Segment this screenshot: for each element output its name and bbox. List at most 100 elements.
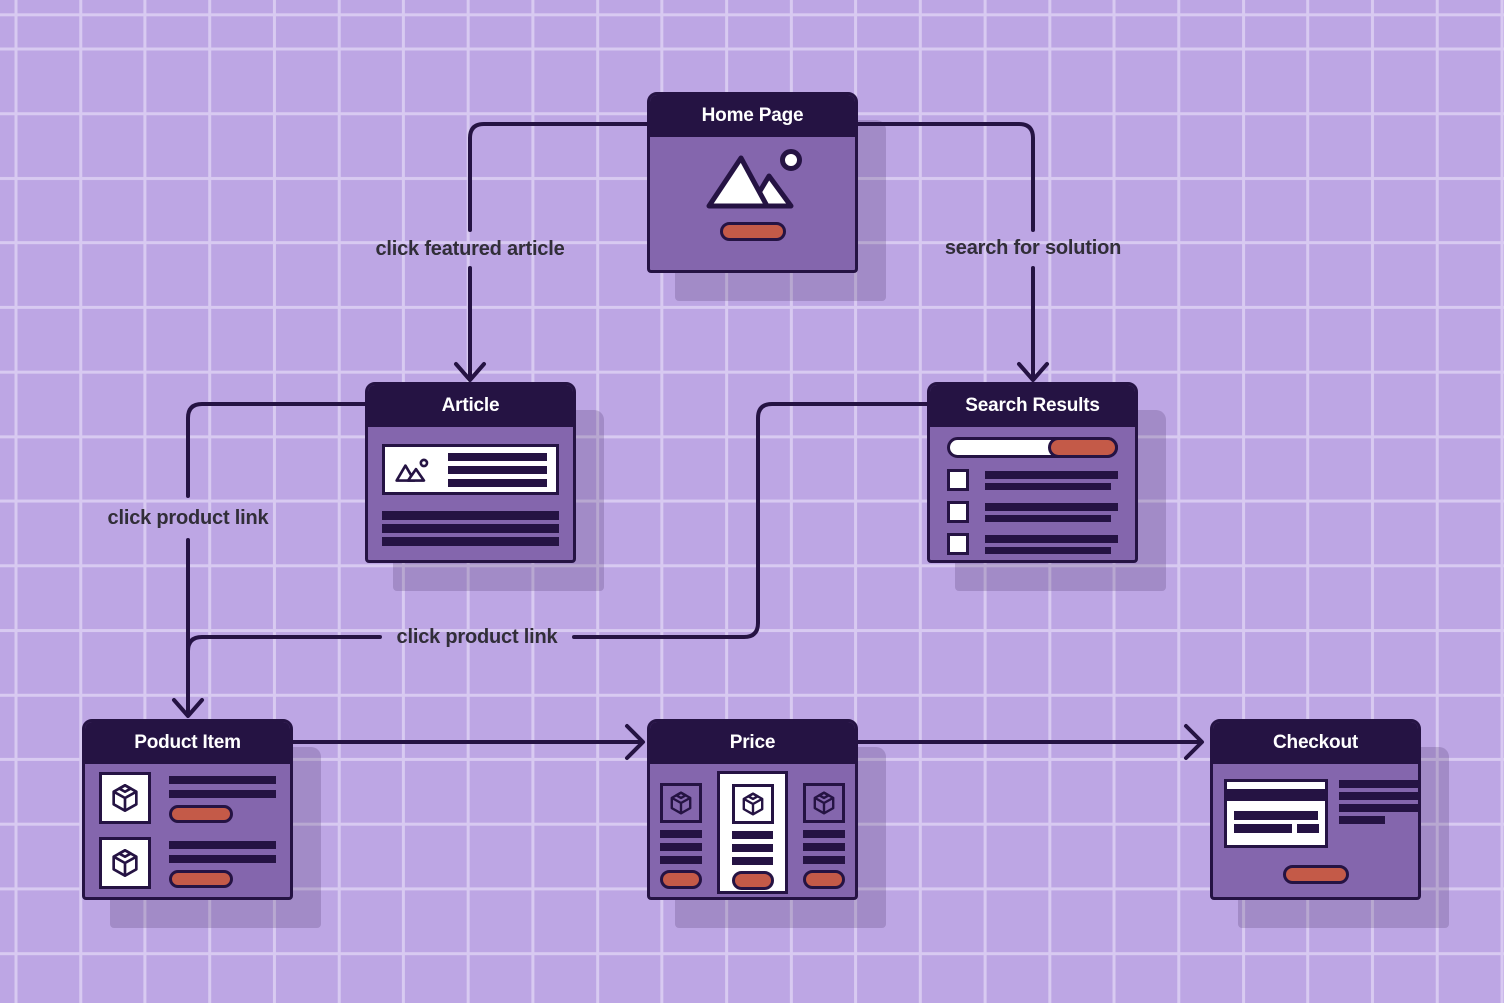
text-line [732, 857, 773, 865]
order-summary-lines [1339, 779, 1418, 897]
result-item [947, 501, 1118, 523]
text-line [803, 830, 845, 838]
result-item [947, 469, 1118, 491]
arrowhead-icon [1184, 724, 1204, 760]
mountain-image-icon [395, 458, 429, 482]
cube-3d-icon [813, 791, 835, 815]
node-price: Price [647, 719, 858, 900]
text-line [732, 844, 773, 852]
text-line [448, 478, 547, 487]
text-line [382, 537, 559, 546]
text-line [1339, 816, 1385, 824]
edge-label: click product link [396, 626, 558, 648]
product-thumb [99, 772, 151, 824]
node-title: Search Results [930, 385, 1135, 427]
search-bar [947, 437, 1118, 458]
node-title: Poduct Item [85, 722, 290, 764]
text-line [1339, 804, 1418, 812]
cube-3d-icon [670, 791, 692, 815]
cube-3d-icon [742, 792, 764, 816]
text-line [169, 841, 276, 849]
select-button-placeholder [660, 870, 702, 889]
text-line [448, 465, 547, 474]
node-title: Article [368, 385, 573, 427]
text-line [985, 502, 1118, 511]
article-hero-card [382, 444, 559, 495]
product-thumb [99, 837, 151, 889]
text-line [985, 482, 1112, 490]
select-button-placeholder [803, 870, 845, 889]
node-search-results: Search Results [927, 382, 1138, 563]
result-list [947, 469, 1118, 555]
home-page-wireframe [650, 137, 855, 270]
node-home-page: Home Page [647, 92, 858, 273]
node-product-item: Poduct Item [82, 719, 293, 900]
text-line [660, 830, 702, 838]
card-stripe [1227, 789, 1325, 801]
arrowhead-icon [625, 724, 645, 760]
price-plan-highlighted [717, 771, 788, 894]
product-row [99, 772, 276, 824]
product-info [169, 837, 276, 889]
text-line [448, 452, 547, 461]
edge-article-product [186, 402, 367, 498]
text-line [660, 843, 702, 851]
arrowhead-icon [454, 362, 486, 382]
checkout-wireframe [1213, 764, 1418, 897]
product-thumb [732, 784, 774, 824]
node-checkout: Checkout [1210, 719, 1421, 900]
text-line [985, 534, 1118, 543]
text-line [1339, 780, 1418, 788]
price-plan [803, 783, 845, 889]
text-line [169, 776, 276, 784]
text-lines [985, 470, 1118, 490]
text-line [382, 511, 559, 520]
credit-card-icon [1224, 779, 1328, 848]
text-lines [448, 452, 547, 487]
search-button-placeholder [1048, 437, 1118, 458]
arrowhead-icon [172, 698, 204, 718]
text-lines [382, 511, 559, 546]
product-item-wireframe [85, 764, 290, 897]
text-lines [985, 534, 1118, 554]
card-detail-line [1297, 824, 1319, 833]
result-item [947, 533, 1118, 555]
card-detail-lines [1234, 824, 1325, 833]
search-results-wireframe [930, 427, 1135, 560]
node-article: Article [365, 382, 576, 563]
checkbox-placeholder [947, 501, 969, 523]
select-button-placeholder [732, 871, 774, 890]
product-thumb [660, 783, 702, 823]
text-line [169, 790, 276, 798]
text-line [985, 470, 1118, 479]
product-info [169, 772, 276, 824]
text-line [803, 856, 845, 864]
text-line [985, 546, 1112, 554]
edge-search-product [186, 635, 382, 653]
cube-3d-icon [112, 849, 138, 877]
text-line [1339, 792, 1418, 800]
buy-button-placeholder [169, 805, 233, 823]
edge-label: click featured article [375, 238, 565, 260]
text-line [732, 831, 773, 839]
pay-button-placeholder [1282, 865, 1349, 884]
cube-3d-icon [112, 784, 138, 812]
arrowhead-icon [1017, 362, 1049, 382]
product-row [99, 837, 276, 889]
edge-search-product [572, 402, 929, 639]
article-wireframe [368, 427, 573, 560]
text-line [803, 843, 845, 851]
text-line [985, 514, 1112, 522]
node-title: Price [650, 722, 855, 764]
cta-button-placeholder [719, 222, 786, 241]
checkbox-placeholder [947, 469, 969, 491]
text-line [382, 524, 559, 533]
edge-label: click product link [107, 507, 269, 529]
edge-label: search for solution [944, 237, 1122, 259]
text-line [169, 855, 276, 863]
price-wireframe [650, 764, 855, 897]
price-plan [660, 783, 702, 889]
product-thumb [803, 783, 845, 823]
